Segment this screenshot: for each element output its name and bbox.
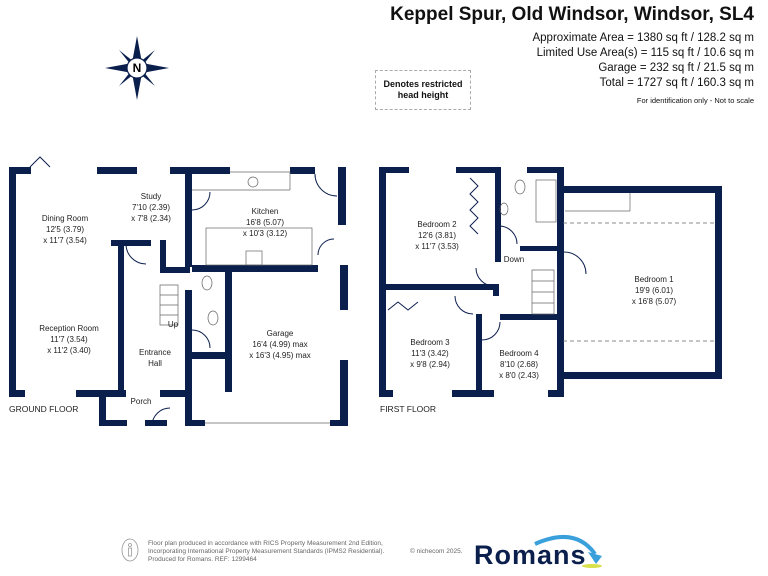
area-garage: Garage = 232 sq ft / 21.5 sq m	[598, 62, 754, 74]
room-name: Bedroom 4	[499, 349, 539, 358]
property-title: Keppel Spur, Old Windsor, Windsor, SL4	[390, 4, 754, 25]
room-name: Study	[141, 192, 161, 201]
room-bedroom-1: Bedroom 1 19'9 (6.01) x 16'8 (5.07)	[632, 275, 677, 306]
room-dimension: x 11'2 (3.40)	[47, 346, 91, 355]
room-entrance-hall: Entrance Hall	[139, 348, 172, 368]
room-dimension: x 8'0 (2.43)	[499, 371, 539, 380]
footer-line: Incorporating International Property Mea…	[148, 548, 385, 555]
ground-floor-walls	[9, 156, 348, 427]
room-dimension: x 7'8 (2.34)	[131, 214, 171, 223]
brand-logo: Romans	[474, 540, 587, 570]
room-kitchen: Kitchen 16'8 (5.07) x 10'3 (3.12)	[243, 207, 288, 238]
scale-note: For identification only - Not to scale	[636, 96, 754, 105]
ground-floor-label: GROUND FLOOR	[9, 404, 78, 414]
info-icon	[121, 538, 139, 562]
room-name: Entrance	[139, 348, 172, 357]
area-limited-use: Limited Use Area(s) = 115 sq ft / 10.6 s…	[536, 47, 754, 59]
room-name: Bedroom 3	[410, 338, 450, 347]
room-dimension: 16'4 (4.99) max	[252, 340, 307, 349]
area-summary: Approximate Area = 1380 sq ft / 128.2 sq…	[532, 31, 754, 108]
legend-line: head height	[397, 90, 449, 100]
room-reception-room: Reception Room 11'7 (3.54) x 11'2 (3.40)	[39, 324, 99, 355]
room-dimension: x 11'7 (3.53)	[415, 242, 459, 251]
room-name: Garage	[267, 329, 294, 338]
legend-line: Denotes restricted	[383, 79, 463, 89]
room-dimension: x 11'7 (3.54)	[43, 236, 87, 245]
first-floor-label: FIRST FLOOR	[380, 404, 436, 414]
area-approximate: Approximate Area = 1380 sq ft / 128.2 sq…	[532, 32, 754, 44]
room-dimension: x 16'3 (4.95) max	[249, 351, 311, 360]
room-dimension: 7'10 (2.39)	[132, 203, 170, 212]
room-dining-room: Dining Room 12'5 (3.79) x 11'7 (3.54)	[42, 214, 89, 245]
room-bedroom-4: Bedroom 4 8'10 (2.68) x 8'0 (2.43)	[499, 349, 539, 380]
room-name: Hall	[148, 359, 162, 368]
room-dimension: 19'9 (6.01)	[635, 286, 673, 295]
copyright: © nichecom 2025.	[410, 548, 463, 555]
stairs-down-label: Down	[504, 255, 524, 264]
room-study: Study 7'10 (2.39) x 7'8 (2.34)	[131, 192, 171, 223]
room-dimension: 12'5 (3.79)	[46, 225, 84, 234]
room-bedroom-2: Bedroom 2 12'6 (3.81) x 11'7 (3.53)	[415, 220, 459, 251]
compass-north-label: N	[133, 61, 142, 75]
compass-icon: N	[105, 36, 169, 100]
room-bedroom-3: Bedroom 3 11'3 (3.42) x 9'8 (2.94)	[410, 338, 450, 369]
room-dimension: 8'10 (2.68)	[500, 360, 538, 369]
room-dimension: x 9'8 (2.94)	[410, 360, 450, 369]
footer-line: Floor plan produced in accordance with R…	[148, 540, 383, 547]
room-dimension: 11'3 (3.42)	[411, 349, 449, 358]
room-name: Bedroom 2	[417, 220, 457, 229]
romans-arrow-icon	[534, 535, 602, 568]
room-dimension: 11'7 (3.54)	[50, 335, 88, 344]
room-garage: Garage 16'4 (4.99) max x 16'3 (4.95) max	[249, 329, 311, 360]
room-name: Dining Room	[42, 214, 89, 223]
room-name: Bedroom 1	[634, 275, 674, 284]
room-porch: Porch	[131, 397, 152, 406]
area-total: Total = 1727 sq ft / 160.3 sq m	[599, 77, 754, 89]
room-name: Reception Room	[39, 324, 99, 333]
room-dimension: x 16'8 (5.07)	[632, 297, 677, 306]
room-name: Kitchen	[252, 207, 279, 216]
footer-line: Produced for Romans. REF: 1299464	[148, 556, 257, 563]
room-dimension: 12'6 (3.81)	[418, 231, 456, 240]
stairs-up-label: Up	[168, 320, 179, 329]
footer-disclaimer: Floor plan produced in accordance with R…	[148, 540, 384, 564]
room-dimension: x 10'3 (3.12)	[243, 229, 288, 238]
room-dimension: 16'8 (5.07)	[246, 218, 284, 227]
first-floor-walls	[379, 167, 722, 397]
